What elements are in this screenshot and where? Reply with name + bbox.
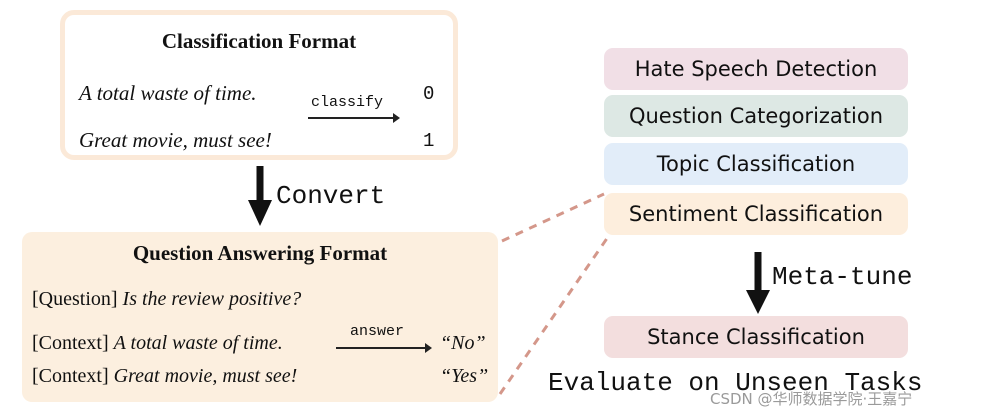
- classification-example-1-label: 0: [423, 83, 435, 105]
- dashed-connector-top: [501, 192, 605, 243]
- csdn-watermark: CSDN @华师数据学院·王嘉宁: [710, 390, 913, 408]
- classification-example-2-text: Great movie, must see!: [79, 128, 272, 152]
- task-hate-speech-detection: Hate Speech Detection: [604, 48, 908, 90]
- task-question-categorization: Question Categorization: [604, 95, 908, 137]
- qa-format-title: Question Answering Format: [132, 241, 388, 265]
- qa-context-line-2: [Context] Great movie, must see!: [32, 365, 297, 388]
- answer-1: “No”: [440, 332, 486, 354]
- convert-arrow-head: [248, 200, 272, 226]
- context-tag-2: [Context]: [32, 365, 109, 387]
- classify-arrow: [308, 113, 400, 123]
- answer-arrow: [336, 343, 432, 353]
- classification-example-1-text: A total waste of time.: [79, 81, 257, 105]
- classification-format-box: Classification Format A total waste of t…: [60, 10, 458, 160]
- answer-arrow-label: answer: [350, 323, 405, 340]
- question-text: Is the review positive?: [122, 288, 302, 310]
- qa-context-line-1: [Context] A total waste of time.: [32, 332, 283, 355]
- qa-format-box: Question Answering Format [Question] Is …: [22, 232, 498, 402]
- classify-arrow-label: classify: [311, 94, 384, 111]
- classification-format-title: Classification Format: [161, 29, 357, 53]
- task-sentiment-classification: Sentiment Classification: [604, 193, 908, 235]
- context-text-1: A total waste of time.: [113, 332, 283, 354]
- task-topic-classification: Topic Classification: [604, 143, 908, 185]
- context-text-2: Great movie, must see!: [113, 365, 298, 387]
- classification-example-2-label: 1: [423, 130, 435, 152]
- evaluate-unseen-tasks-label: Evaluate on Unseen Tasks: [548, 368, 923, 398]
- meta-tune-arrow-head: [746, 290, 770, 314]
- context-tag-1: [Context]: [32, 332, 109, 354]
- meta-tune-label: Meta-tune: [772, 262, 913, 292]
- dashed-connector-bottom: [498, 233, 612, 395]
- qa-question-line: [Question] Is the review positive?: [32, 288, 301, 311]
- question-tag: [Question]: [32, 288, 118, 310]
- answer-2: “Yes”: [440, 365, 489, 387]
- task-stance-classification: Stance Classification: [604, 316, 908, 358]
- convert-label: Convert: [276, 181, 386, 211]
